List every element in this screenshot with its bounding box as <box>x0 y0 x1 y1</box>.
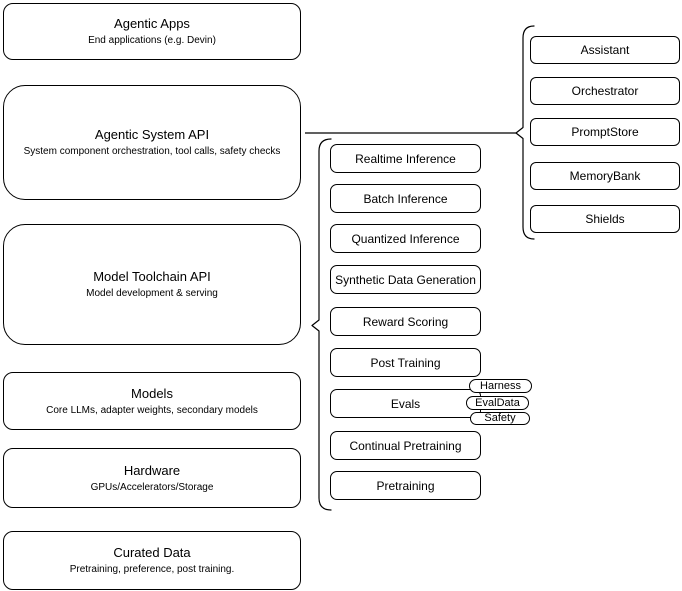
node-curated-data: Curated Data Pretraining, preference, po… <box>3 531 301 590</box>
node-title: Hardware <box>123 462 181 478</box>
node-model-toolchain-api: Model Toolchain API Model development & … <box>3 224 301 345</box>
node-agentic-apps: Agentic Apps End applications (e.g. Devi… <box>3 3 301 60</box>
node-promptstore: PromptStore <box>530 118 680 146</box>
node-subtitle: GPUs/Accelerators/Storage <box>90 481 214 493</box>
tag-harness: Harness <box>469 379 532 393</box>
node-post-training: Post Training <box>330 348 481 377</box>
node-label: Shields <box>585 212 625 226</box>
node-subtitle: End applications (e.g. Devin) <box>88 35 216 46</box>
node-models: Models Core LLMs, adapter weights, secon… <box>3 372 301 430</box>
node-label: Orchestrator <box>571 84 639 98</box>
tag-label: Harness <box>480 379 521 392</box>
node-memorybank: MemoryBank <box>530 162 680 190</box>
node-batch-inference: Batch Inference <box>330 184 481 213</box>
toolchain-brace <box>311 138 332 511</box>
node-evals: Evals <box>330 389 481 418</box>
node-title: Agentic Apps <box>114 16 190 31</box>
node-label: Quantized Inference <box>351 231 460 246</box>
node-realtime-inference: Realtime Inference <box>330 144 481 173</box>
node-title: Curated Data <box>113 545 191 560</box>
node-label: Continual Pretraining <box>349 438 462 453</box>
tag-safety: Safety <box>470 412 530 425</box>
node-synthetic-data-generation: Synthetic Data Generation <box>330 265 481 294</box>
node-subtitle: Model development & serving <box>86 288 218 299</box>
node-label: Reward Scoring <box>362 314 449 329</box>
node-subtitle: Pretraining, preference, post training. <box>69 564 235 575</box>
node-pretraining: Pretraining <box>330 471 481 500</box>
node-continual-pretraining: Continual Pretraining <box>330 431 481 460</box>
tag-evaldata: EvalData <box>466 396 529 410</box>
node-agentic-system-api: Agentic System API System component orch… <box>3 85 301 200</box>
tag-label: EvalData <box>475 396 520 409</box>
node-label: Batch Inference <box>363 191 448 206</box>
node-title: Agentic System API <box>94 127 210 142</box>
node-label: MemoryBank <box>569 169 641 183</box>
node-label: Evals <box>390 396 421 411</box>
node-label: PromptStore <box>571 125 639 139</box>
tag-label: Safety <box>484 412 516 424</box>
node-label: Synthetic Data Generation <box>335 272 476 287</box>
node-label: Pretraining <box>376 478 435 493</box>
node-orchestrator: Orchestrator <box>530 77 680 105</box>
node-assistant: Assistant <box>530 36 680 64</box>
node-title: Models <box>131 385 173 401</box>
node-shields: Shields <box>530 205 680 233</box>
node-quantized-inference: Quantized Inference <box>330 224 481 253</box>
node-label: Assistant <box>580 43 630 57</box>
node-subtitle: System component orchestration, tool cal… <box>23 146 281 157</box>
node-label: Post Training <box>370 355 441 370</box>
node-hardware: Hardware GPUs/Accelerators/Storage <box>3 448 301 508</box>
node-title: Model Toolchain API <box>93 269 211 284</box>
node-subtitle: Core LLMs, adapter weights, secondary mo… <box>46 404 258 416</box>
node-label: Realtime Inference <box>355 151 456 166</box>
node-reward-scoring: Reward Scoring <box>330 307 481 336</box>
